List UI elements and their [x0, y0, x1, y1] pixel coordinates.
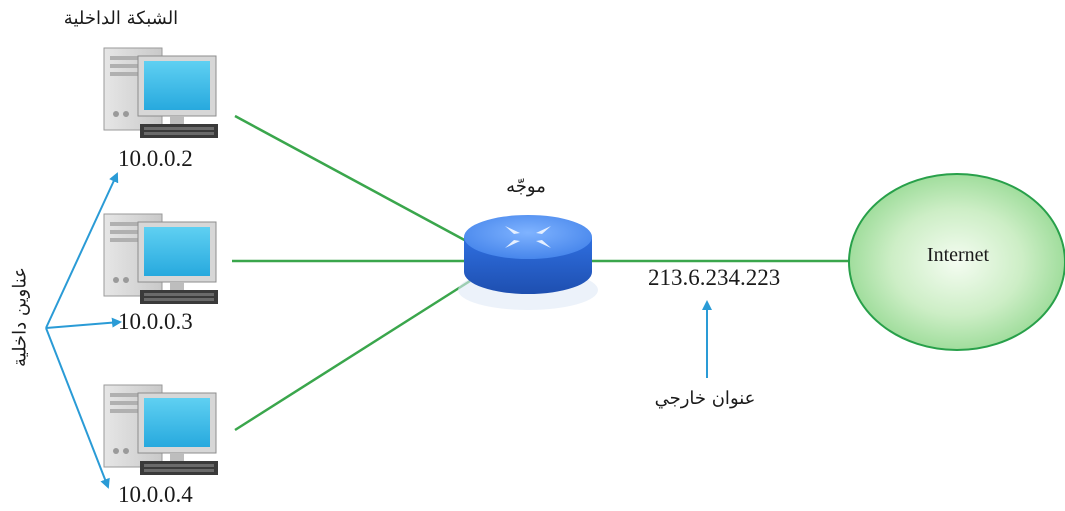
internet-label: Internet — [926, 244, 990, 266]
computer-3-ip: 10.0.0.4 — [118, 482, 193, 507]
link-pc-3 — [234, 279, 471, 432]
internal-address-arrows — [45, 172, 122, 489]
desktop-computer-icon — [103, 47, 219, 139]
internal-addresses-label: عناوين داخلية — [9, 267, 31, 367]
router-label: موجّه — [506, 176, 546, 197]
desktop-computer-icon — [103, 384, 219, 476]
computer-2-ip: 10.0.0.3 — [118, 309, 193, 334]
computer-1-ip: 10.0.0.2 — [118, 146, 193, 171]
external-ip: 213.6.234.223 — [648, 265, 781, 290]
network-title: الشبكة الداخلية — [63, 8, 179, 29]
desktop-computer-icon — [103, 213, 219, 305]
router-icon — [458, 215, 598, 310]
external-address-label: عنوان خارجي — [654, 388, 756, 409]
link-pc-1 — [234, 114, 471, 245]
internet-cloud-icon — [848, 173, 1065, 351]
